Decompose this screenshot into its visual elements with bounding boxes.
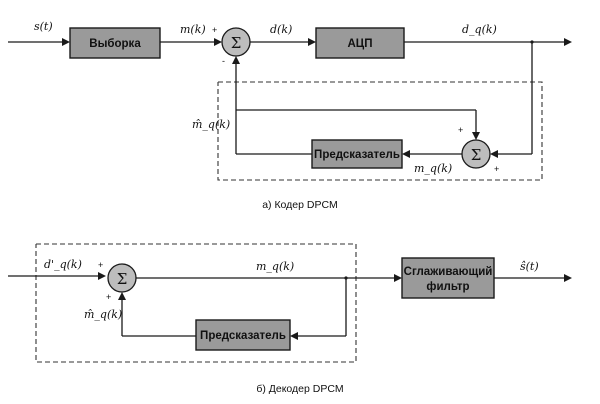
encoder-input-arrow xyxy=(62,38,70,46)
decoder-caption: б) Декодер DPCM xyxy=(256,383,343,395)
encoder-sum2-plus-top: + xyxy=(458,125,463,135)
encoder-sum1-symbol: Σ xyxy=(231,34,242,52)
decoder-prediction-arrow xyxy=(118,292,126,300)
smoothing-filter-block xyxy=(401,257,495,299)
sampler-block xyxy=(69,27,161,59)
decoder-reconstructed-arrow xyxy=(394,274,402,282)
reconstructed-arrow xyxy=(402,150,410,158)
encoder-section: s(t) Выборка m(k) Σ + - d(k) АЦП d_q(k) … xyxy=(8,20,572,211)
difference-arrow xyxy=(308,38,316,46)
encoder-sum2-symbol: Σ xyxy=(471,146,482,164)
prediction-label: m̂_q(k) xyxy=(192,118,230,131)
decoder-sum-plus-left: + xyxy=(98,260,103,270)
sampled-signal-label: m(k) xyxy=(180,23,206,36)
adc-block xyxy=(315,27,405,59)
branch-to-sum2-arrow xyxy=(490,150,498,158)
encoder-sum1-plus: + xyxy=(212,25,217,35)
decoder-section: d'_q(k) Σ + + m_q(k) Предсказатель m̂_q(… xyxy=(8,243,572,395)
decoder-output-arrow xyxy=(564,274,572,282)
adc-block-label: АЦП xyxy=(348,38,373,50)
sampler-block-label: Выборка xyxy=(89,38,141,50)
encoder-sum1-minus: - xyxy=(222,56,225,66)
prediction-arrow xyxy=(232,56,240,64)
encoder-input-label: s(t) xyxy=(34,20,53,33)
decoder-branch-arrow xyxy=(290,332,298,340)
difference-label: d(k) xyxy=(270,23,292,36)
decoder-predictor-block xyxy=(195,319,291,351)
decoder-reconstructed-label: m_q(k) xyxy=(256,260,294,273)
decoder-input-arrow xyxy=(98,272,106,280)
encoder-output-label: d_q(k) xyxy=(462,23,497,36)
encoder-loop-boundary xyxy=(217,81,543,181)
encoder-predictor-label: Предсказатель xyxy=(314,149,400,161)
prediction-to-sum2-arrow xyxy=(472,132,480,140)
decoder-sum-symbol: Σ xyxy=(117,270,128,288)
encoder-predictor-block xyxy=(311,139,403,169)
reconstructed-label: m_q(k) xyxy=(414,162,452,175)
smoothing-filter-label-line1: Сглаживающий xyxy=(404,266,493,278)
smoothing-filter-label-line2: фильтр xyxy=(426,281,469,293)
sampled-signal-arrow xyxy=(214,38,222,46)
decoder-predictor-label: Предсказатель xyxy=(200,330,286,342)
decoder-output-label: ŝ(t) xyxy=(520,260,539,273)
decoder-prediction-label: m̂_q(k) xyxy=(84,308,122,321)
encoder-sum2-plus-bottom: + xyxy=(494,164,499,174)
encoder-output-arrow xyxy=(564,38,572,46)
decoder-sum-plus-bottom: + xyxy=(106,292,111,302)
encoder-caption: а) Кодер DPCM xyxy=(262,199,338,211)
decoder-input-label: d'_q(k) xyxy=(44,258,82,271)
